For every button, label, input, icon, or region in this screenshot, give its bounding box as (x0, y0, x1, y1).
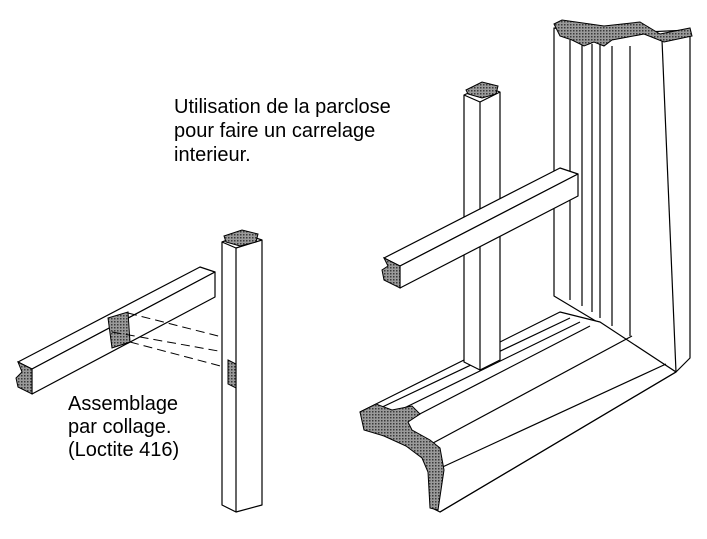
horizontal-glazing-bead (15, 266, 216, 395)
horizontal-muntin (381, 167, 579, 289)
caption-line: Assemblage (68, 393, 179, 415)
caption-line: (Loctite 416) (68, 439, 180, 461)
window-frame (359, 19, 693, 513)
caption-line: interieur. (174, 144, 251, 166)
glue-joint-dashes (111, 312, 229, 369)
caption-glazing-bead-use: Utilisation de la parclose pour faire un… (174, 95, 391, 167)
assembly-detail (15, 229, 263, 513)
caption-line: Utilisation de la parclose (174, 96, 391, 118)
caption-line: par collage. (68, 416, 172, 438)
caption-assembly-gluing: Assemblage par collage. (Loctite 416) (68, 393, 179, 462)
frame-sill (359, 311, 677, 513)
caption-line: pour faire un carrelage (174, 120, 376, 142)
vertical-glazing-bead (221, 229, 263, 513)
frame-jamb (553, 19, 693, 373)
